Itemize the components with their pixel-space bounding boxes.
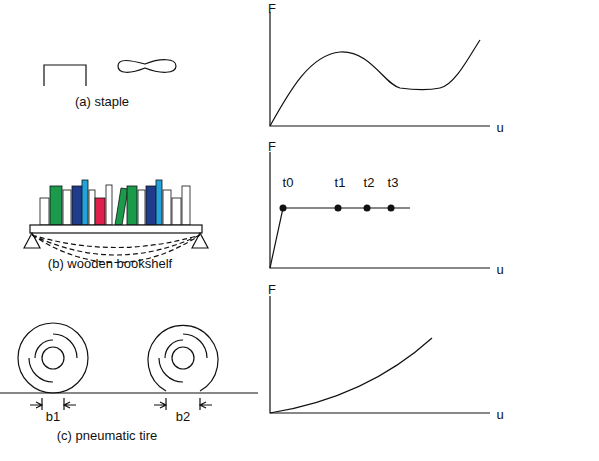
time-label: t2 bbox=[364, 176, 375, 189]
ground bbox=[0, 392, 258, 393]
shelf-board bbox=[30, 225, 202, 233]
axes bbox=[270, 296, 490, 413]
axis-label: u bbox=[496, 408, 503, 421]
dimension-label: b1 bbox=[45, 410, 61, 423]
curve bbox=[270, 208, 410, 268]
curve bbox=[270, 338, 432, 413]
staple-bent bbox=[118, 60, 176, 73]
time-label: t1 bbox=[335, 176, 346, 189]
dimension-label: b2 bbox=[175, 410, 191, 423]
caption: (b) wooden bookshelf bbox=[48, 257, 172, 270]
axes bbox=[270, 12, 490, 126]
tire-2 bbox=[148, 325, 218, 391]
axis-label: u bbox=[496, 263, 503, 276]
caption: (c) pneumatic tire bbox=[57, 429, 157, 442]
time-dots bbox=[280, 205, 395, 212]
tire-1 bbox=[18, 323, 88, 393]
axis-label: F bbox=[268, 2, 276, 15]
caption: (a) staple bbox=[75, 95, 129, 108]
time-label: t0 bbox=[283, 176, 294, 189]
axis-label: F bbox=[268, 140, 276, 153]
curve bbox=[270, 40, 480, 126]
time-label: t3 bbox=[388, 176, 399, 189]
staple-open bbox=[44, 65, 86, 86]
axis-label: F bbox=[268, 283, 276, 296]
dimension-arrows bbox=[30, 402, 212, 408]
books bbox=[40, 180, 190, 225]
axis-label: u bbox=[496, 121, 503, 134]
axes bbox=[270, 152, 490, 268]
